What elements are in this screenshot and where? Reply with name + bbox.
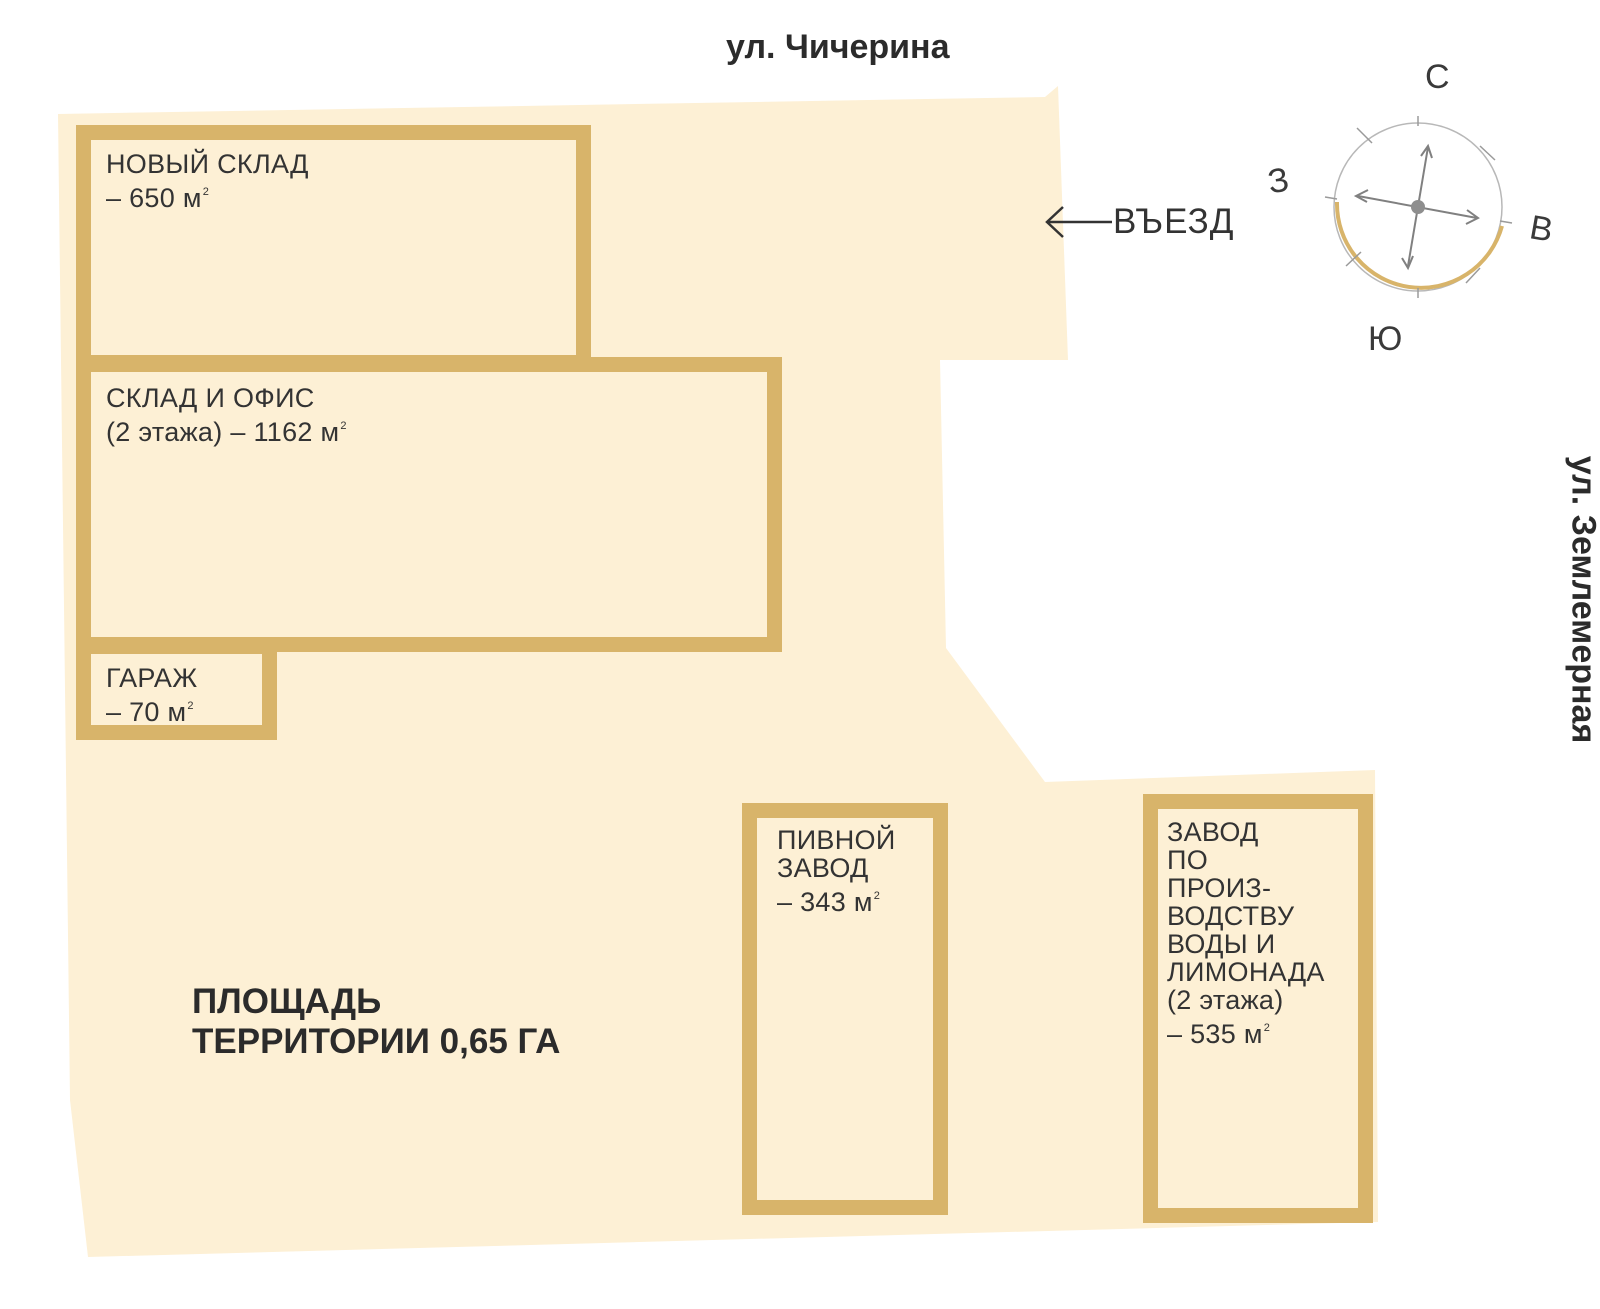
building-brewery [742, 803, 948, 1215]
label-line: – 535 м [1167, 1019, 1263, 1049]
label-line: ГАРАЖ [106, 663, 198, 693]
territory-area [58, 86, 1378, 1257]
territory-line-2: ТЕРРИТОРИИ 0,65 ГА [192, 1022, 561, 1061]
label-line: ВОДЫ И [1167, 929, 1276, 959]
label-line: ЗАВОД [777, 853, 869, 883]
entrance-label: ВЪЕЗД [1113, 202, 1235, 241]
label-line: НОВЫЙ СКЛАД [106, 149, 309, 179]
superscript: 2 [873, 890, 881, 902]
label-line: (2 этажа) – 1162 м [106, 417, 340, 447]
label-line: ПРОИЗ- [1167, 873, 1272, 903]
label-line: ПО [1167, 845, 1209, 875]
label-warehouse-office: СКЛАД И ОФИС (2 этажа) – 1162 м2 [106, 384, 347, 446]
label-line: ЗАВОД [1167, 817, 1259, 847]
label-line: ЛИМОНАДА [1167, 957, 1325, 987]
label-line: – 650 м [106, 183, 202, 213]
entrance-arrow [1045, 206, 1112, 238]
label-line: (2 этажа) [1167, 985, 1284, 1015]
superscript: 2 [1263, 1022, 1271, 1034]
compass-rose [1324, 116, 1513, 298]
label-line: СКЛАД И ОФИС [106, 383, 315, 413]
territory-line-1: ПЛОЩАДЬ [192, 982, 382, 1021]
label-line: – 343 м [777, 887, 873, 917]
compass-south-label: Ю [1368, 320, 1403, 358]
label-line: ПИВНОЙ [777, 825, 896, 855]
compass-north-label: С [1425, 58, 1450, 96]
street-east-label: ул. Землемерная [1564, 455, 1600, 744]
superscript: 2 [202, 186, 210, 198]
label-line: – 70 м [106, 697, 187, 727]
label-garage: ГАРАЖ – 70 м2 [106, 664, 197, 726]
territory-area-label: ПЛОЩАДЬ ТЕРРИТОРИИ 0,65 ГА [192, 982, 560, 1062]
building-water-plant [1143, 794, 1373, 1223]
superscript: 2 [187, 700, 194, 712]
label-brewery: ПИВНОЙ ЗАВОД – 343 м2 [777, 826, 896, 916]
superscript: 2 [340, 420, 347, 432]
label-line: ВОДСТВУ [1167, 901, 1295, 931]
building-garage [76, 639, 277, 740]
street-north-label: ул. Чичерина [726, 28, 950, 66]
label-water-plant: ЗАВОД ПО ПРОИЗ- ВОДСТВУ ВОДЫ И ЛИМОНАДА … [1167, 818, 1325, 1048]
label-new-warehouse: НОВЫЙ СКЛАД – 650 м2 [106, 150, 309, 212]
